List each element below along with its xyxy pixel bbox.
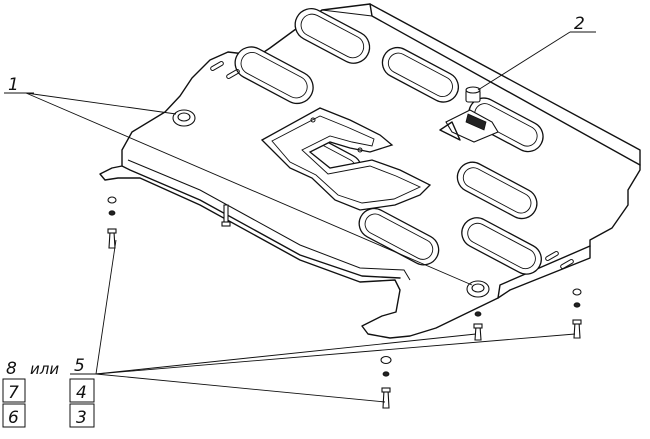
callout-5-label: 5 (74, 356, 85, 376)
cell-6-box (2, 403, 26, 428)
slot-3-inner (240, 52, 308, 99)
fastener-right (572, 288, 582, 339)
plate-rear-lip-inner (321, 9, 373, 17)
rear-bracket (439, 109, 499, 143)
bracket-body (445, 109, 499, 143)
callout-4-label: 4 (76, 383, 87, 403)
slot-1 (294, 8, 371, 64)
bracket-clip (465, 113, 487, 131)
callout-7-label: 7 (8, 383, 19, 403)
slot-6-inner (462, 167, 532, 214)
part-2-grommet (465, 86, 481, 103)
callout-table (2, 378, 95, 428)
slot-7-inner (467, 222, 536, 270)
slot-8-inner (364, 213, 434, 260)
tab-slot-1 (210, 61, 224, 71)
fastener-bottom (380, 355, 392, 409)
tab-slot-3 (545, 251, 559, 261)
slot-8 (358, 207, 440, 266)
slot-2 (381, 46, 460, 103)
slot-1-inner (300, 13, 365, 59)
cell-3-box (69, 403, 95, 428)
bushing-left (172, 109, 196, 127)
tab-slots (210, 61, 574, 269)
callout-2-label: 2 (574, 14, 585, 34)
tab-slot-4 (560, 259, 574, 269)
slot-7 (461, 217, 542, 275)
fastener-center (473, 311, 483, 341)
plate-side-flange (497, 245, 591, 299)
fastener-center-pin (221, 204, 231, 227)
rib-hole-1 (310, 117, 316, 123)
callout-6-label: 6 (8, 408, 19, 428)
slot-2-inner (387, 52, 453, 98)
plate-front-edge-inner (127, 159, 411, 281)
center-rib-outer (260, 107, 432, 211)
bushing-right (466, 280, 490, 298)
or-word-label: или (30, 360, 59, 378)
leader-lines (4, 31, 596, 403)
center-rib (260, 107, 432, 211)
callout-3-label: 3 (76, 408, 87, 428)
bracket-triangle (439, 121, 461, 141)
center-rib-inner (271, 115, 422, 204)
cell-4-box (69, 378, 95, 403)
fastener-left-top (107, 196, 117, 249)
cell-7-box (2, 378, 26, 403)
slot-6 (456, 161, 538, 220)
tab-slot-2 (226, 69, 240, 79)
slot-4-inner (474, 103, 538, 147)
rib-hole-2 (357, 147, 363, 153)
slot-3 (234, 46, 314, 105)
plate-front-edge (121, 165, 401, 279)
slot-4 (468, 97, 544, 153)
callout-8-label: 8 (6, 359, 17, 379)
callout-1-label: 1 (8, 75, 19, 95)
